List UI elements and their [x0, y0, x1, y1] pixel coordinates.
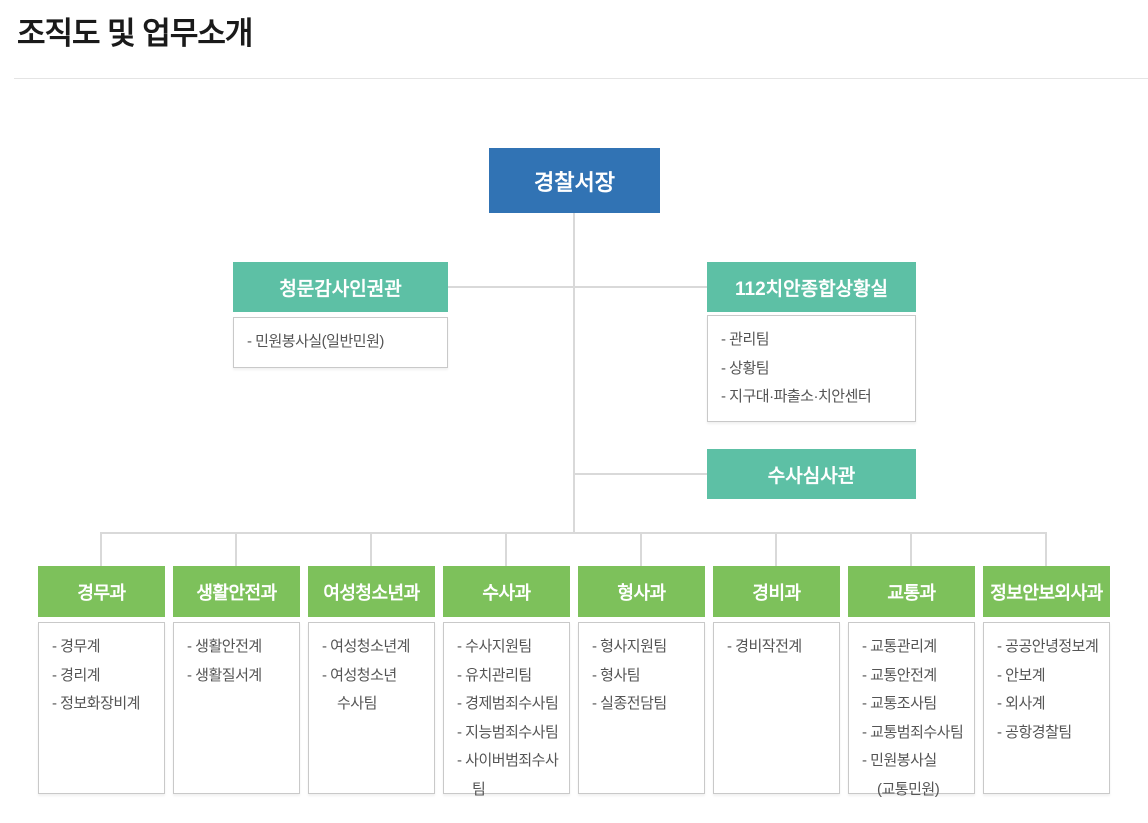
sub-unit-list: 민원봉사실(일반민원) — [247, 328, 439, 357]
sub-unit-item: 경리계 — [52, 662, 156, 691]
connector-staff-horizontal — [448, 286, 707, 288]
dept-column-investigation: 수사과 수사지원팀유치관리팀경제범죄수사팀지능범죄수사팀사이버범죄수사팀 — [443, 566, 570, 798]
org-node-dept-1: 경무과 — [38, 566, 165, 617]
sub-unit-item: 교통범죄수사팀 — [862, 719, 966, 748]
sub-unit-item: 교통안전계 — [862, 662, 966, 691]
sub-unit-item: 상황팀 — [721, 355, 907, 384]
connector-review-horizontal — [574, 473, 707, 475]
sub-unit-list: 수사지원팀유치관리팀경제범죄수사팀지능범죄수사팀사이버범죄수사팀 — [457, 633, 561, 804]
sub-unit-item: 관리팀 — [721, 326, 907, 355]
dept-column-criminal-affairs: 형사과 형사지원팀형사팀실종전담팀 — [578, 566, 705, 794]
sub-unit-list: 생활안전계생활질서계 — [187, 633, 291, 690]
sub-unit-item: 지구대·파출소·치안센터 — [721, 383, 907, 412]
sub-unit-item: 경무계 — [52, 633, 156, 662]
sub-unit-item: 생활안전계 — [187, 633, 291, 662]
sub-unit-list: 공공안녕정보계안보계외사계공항경찰팀 — [997, 633, 1101, 747]
title-divider — [14, 78, 1148, 79]
sub-unit-list: 관리팀상황팀지구대·파출소·치안센터 — [721, 326, 907, 412]
connector-dept-stub-6 — [775, 532, 777, 566]
connector-dept-stub-3 — [370, 532, 372, 566]
sub-unit-item: 유치관리팀 — [457, 662, 561, 691]
connector-departments-horizontal — [100, 532, 1047, 534]
sub-unit-list: 여성청소년계여성청소년 수사팀 — [322, 633, 426, 719]
org-node-police-chief: 경찰서장 — [489, 148, 660, 213]
sub-unit-item: 실종전담팀 — [592, 690, 696, 719]
org-node-dept-4: 수사과 — [443, 566, 570, 617]
org-node-dept-3: 여성청소년과 — [308, 566, 435, 617]
sub-unit-item: 외사계 — [997, 690, 1101, 719]
dept-column-intelligence-foreign-affairs: 정보안보외사과 공공안녕정보계안보계외사계공항경찰팀 — [983, 566, 1110, 794]
dept-4-subunits: 수사지원팀유치관리팀경제범죄수사팀지능범죄수사팀사이버범죄수사팀 — [443, 622, 570, 798]
sub-unit-item: 교통조사팀 — [862, 690, 966, 719]
dept-5-subunits: 형사지원팀형사팀실종전담팀 — [578, 622, 705, 794]
dept-column-traffic: 교통과 교통관리계교통안전계교통조사팀교통범죄수사팀민원봉사실 (교통민원) — [848, 566, 975, 798]
org-node-investigation-review-officer: 수사심사관 — [707, 449, 916, 499]
org-node-dept-2: 생활안전과 — [173, 566, 300, 617]
dept-3-subunits: 여성청소년계여성청소년 수사팀 — [308, 622, 435, 794]
connector-root-vertical — [573, 213, 575, 533]
dept-1-subunits: 경무계경리계정보화장비계 — [38, 622, 165, 794]
sub-unit-item: 공항경찰팀 — [997, 719, 1101, 748]
sub-unit-item: 민원봉사실 (교통민원) — [862, 747, 966, 804]
org-node-dept-6: 경비과 — [713, 566, 840, 617]
dept-6-subunits: 경비작전계 — [713, 622, 840, 794]
sub-unit-list: 교통관리계교통안전계교통조사팀교통범죄수사팀민원봉사실 (교통민원) — [862, 633, 966, 804]
dept-column-security: 경비과 경비작전계 — [713, 566, 840, 794]
sub-unit-item: 정보화장비계 — [52, 690, 156, 719]
sub-unit-item: 경제범죄수사팀 — [457, 690, 561, 719]
sub-unit-item: 경비작전계 — [727, 633, 831, 662]
dept-7-subunits: 교통관리계교통안전계교통조사팀교통범죄수사팀민원봉사실 (교통민원) — [848, 622, 975, 798]
org-node-dept-8: 정보안보외사과 — [983, 566, 1110, 617]
sub-unit-item: 지능범죄수사팀 — [457, 719, 561, 748]
connector-dept-stub-5 — [640, 532, 642, 566]
org-node-dept-5: 형사과 — [578, 566, 705, 617]
sub-unit-item: 사이버범죄수사팀 — [457, 747, 561, 804]
sub-unit-item: 수사지원팀 — [457, 633, 561, 662]
sub-unit-list: 형사지원팀형사팀실종전담팀 — [592, 633, 696, 719]
connector-dept-stub-1 — [100, 532, 102, 566]
dept-2-subunits: 생활안전계생활질서계 — [173, 622, 300, 794]
sub-unit-list: 경무계경리계정보화장비계 — [52, 633, 156, 719]
connector-dept-stub-4 — [505, 532, 507, 566]
page-title: 조직도 및 업무소개 — [17, 16, 253, 51]
sub-unit-item: 민원봉사실(일반민원) — [247, 328, 439, 357]
sub-unit-item: 공공안녕정보계 — [997, 633, 1101, 662]
dept-8-subunits: 공공안녕정보계안보계외사계공항경찰팀 — [983, 622, 1110, 794]
org-node-audit-office: 청문감사인권관 — [233, 262, 448, 312]
sub-unit-item: 형사지원팀 — [592, 633, 696, 662]
connector-dept-stub-2 — [235, 532, 237, 566]
dept-column-women-juvenile: 여성청소년과 여성청소년계여성청소년 수사팀 — [308, 566, 435, 794]
sub-unit-item: 교통관리계 — [862, 633, 966, 662]
112-situation-room-subunits: 관리팀상황팀지구대·파출소·치안센터 — [707, 315, 916, 422]
audit-office-subunits: 민원봉사실(일반민원) — [233, 317, 448, 368]
dept-column-general-affairs: 경무과 경무계경리계정보화장비계 — [38, 566, 165, 794]
org-node-112-situation-room: 112치안종합상황실 — [707, 262, 916, 312]
sub-unit-item: 안보계 — [997, 662, 1101, 691]
org-node-dept-7: 교통과 — [848, 566, 975, 617]
dept-column-community-safety: 생활안전과 생활안전계생활질서계 — [173, 566, 300, 794]
sub-unit-list: 경비작전계 — [727, 633, 831, 662]
sub-unit-item: 여성청소년 수사팀 — [322, 662, 426, 719]
sub-unit-item: 형사팀 — [592, 662, 696, 691]
sub-unit-item: 여성청소년계 — [322, 633, 426, 662]
sub-unit-item: 생활질서계 — [187, 662, 291, 691]
connector-dept-stub-8 — [1045, 532, 1047, 566]
connector-dept-stub-7 — [910, 532, 912, 566]
